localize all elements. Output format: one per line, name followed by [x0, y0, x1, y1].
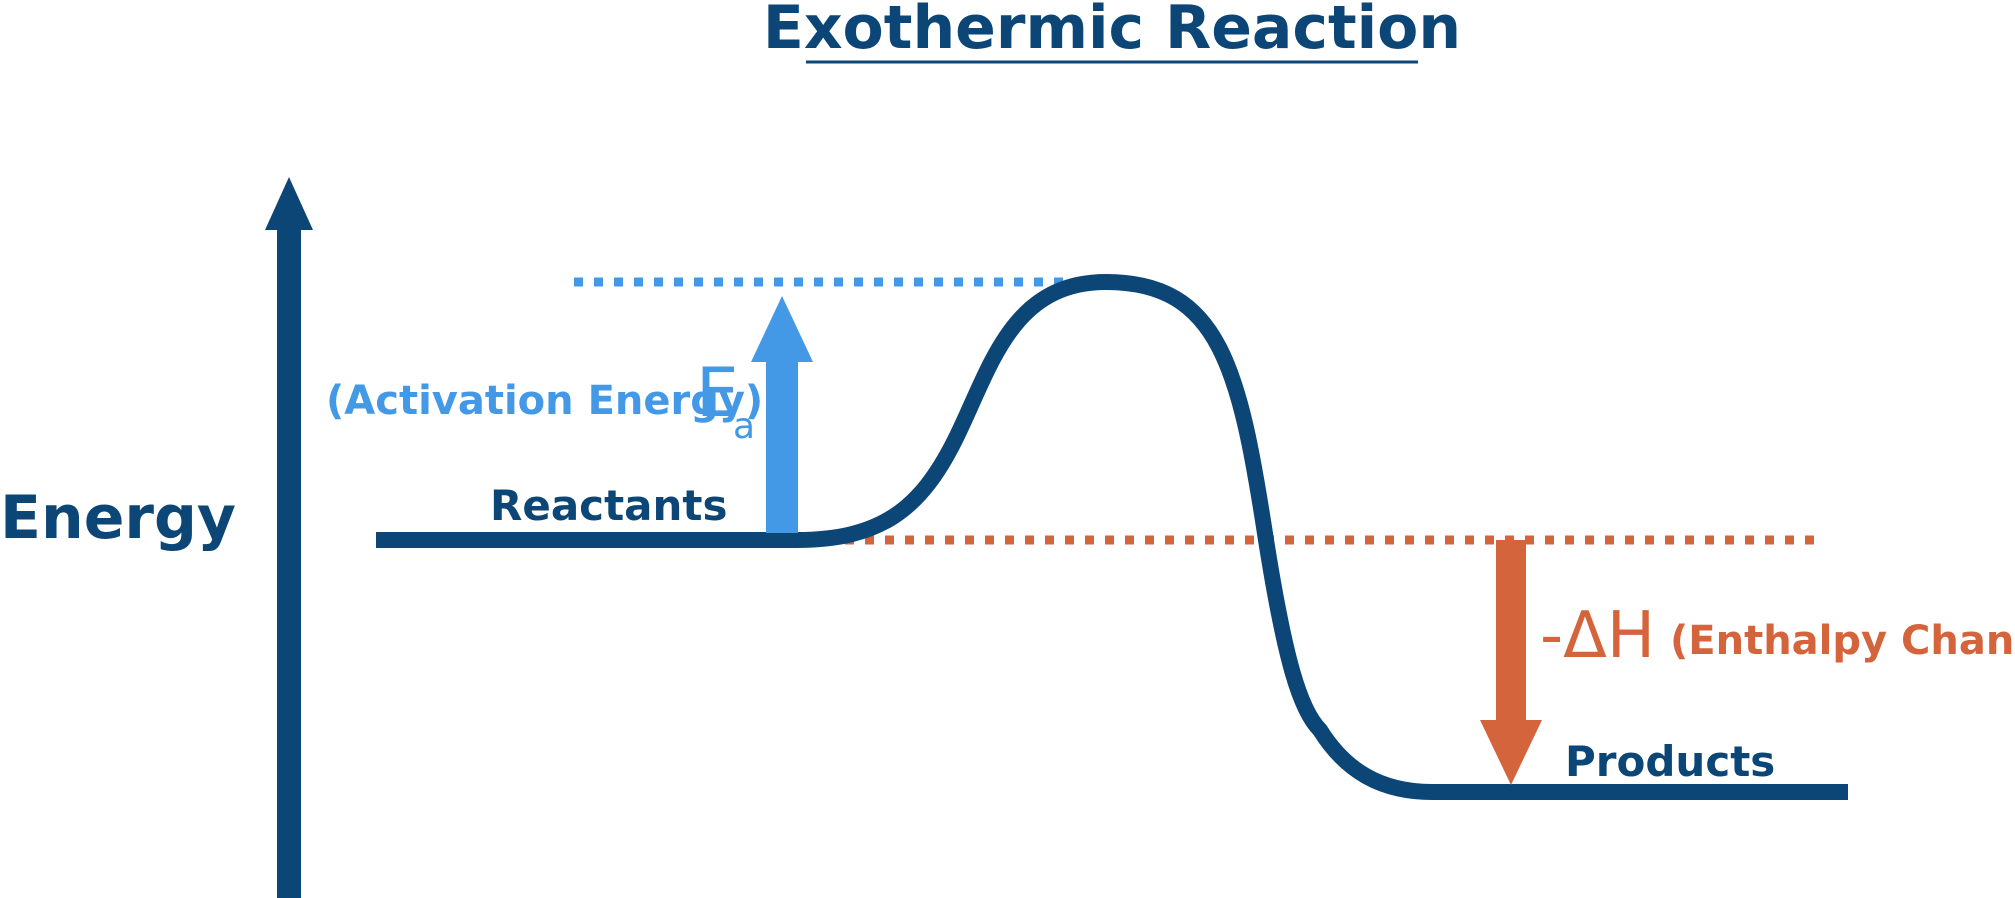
reactants-label: Reactants — [490, 481, 727, 530]
energy-axis-arrow — [265, 177, 313, 898]
activation-energy-symbol: E — [696, 354, 739, 433]
enthalpy-change-symbol: -ΔH — [1540, 599, 1655, 673]
activation-energy-description: (Activation Energy) — [326, 378, 763, 424]
enthalpy-change-arrow — [1480, 540, 1542, 785]
diagram-title: Exothermic Reaction — [763, 0, 1461, 63]
activation-energy-arrow — [751, 296, 813, 533]
products-label: Products — [1565, 737, 1775, 786]
reaction-energy-curve — [376, 274, 1848, 800]
enthalpy-change-description: (Enthalpy Change) — [1670, 618, 2015, 664]
activation-energy-subscript: a — [733, 406, 755, 447]
energy-axis-label: Energy — [0, 483, 236, 553]
